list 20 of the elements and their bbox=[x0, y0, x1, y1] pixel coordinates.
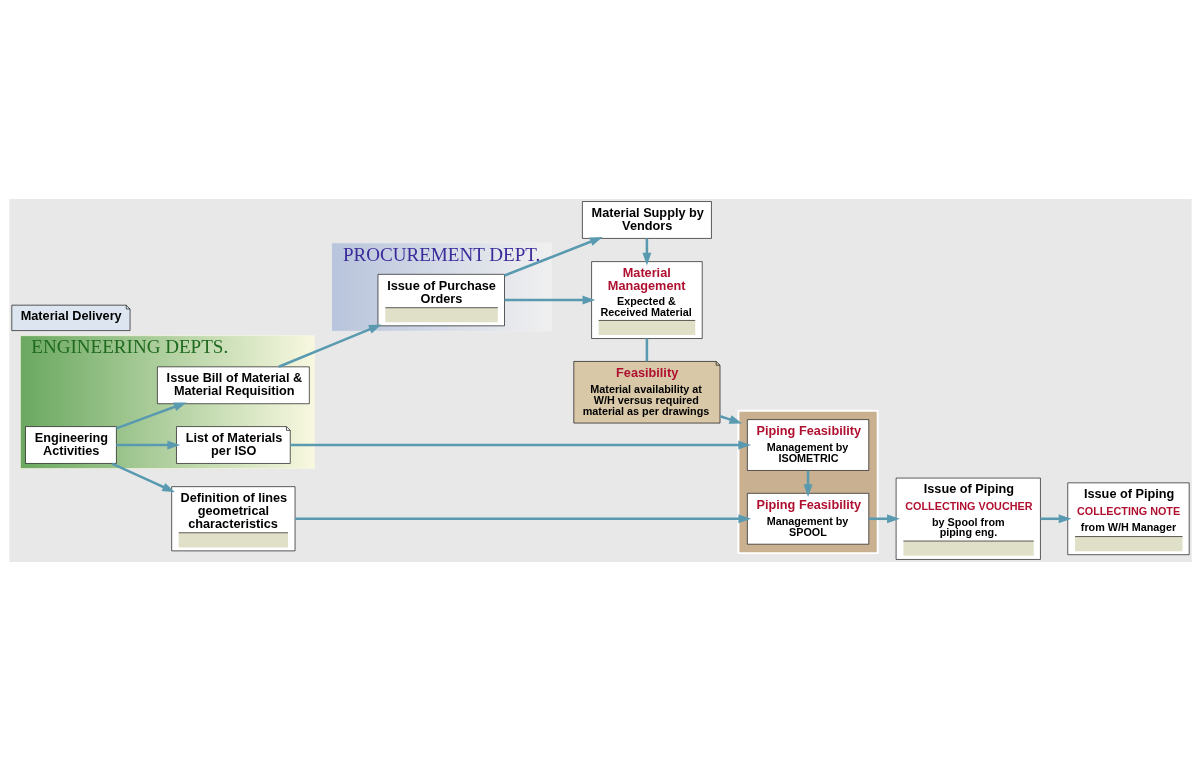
node-box: Issue Bill of Material & Material Requisition bbox=[157, 366, 310, 404]
node-box: Issue of Piping COLLECTING VOUCHER by Spool from piping eng. bbox=[895, 477, 1041, 560]
arrow bbox=[504, 237, 603, 277]
connector bbox=[645, 338, 649, 362]
arrow bbox=[295, 514, 752, 524]
node-box: Piping Feasibility Management by ISOMETRIC bbox=[747, 419, 870, 471]
node-box: Issue of Purchase Orders bbox=[377, 274, 505, 327]
arrow bbox=[1040, 514, 1072, 524]
arrow bbox=[290, 440, 751, 450]
arrow bbox=[719, 415, 743, 424]
arrow bbox=[868, 514, 900, 524]
arrow bbox=[116, 402, 187, 430]
arrow bbox=[116, 440, 181, 450]
arrow bbox=[504, 295, 596, 305]
arrow bbox=[278, 324, 382, 368]
node-box: Piping Feasibility Management by SPOOL bbox=[747, 493, 870, 545]
arrow bbox=[111, 462, 175, 493]
node-box: Definition of lines geometrical characteristics bbox=[171, 486, 296, 552]
node-box: Material Supply by Vendors bbox=[582, 201, 712, 239]
node-box: Engineering Activities bbox=[25, 426, 117, 464]
